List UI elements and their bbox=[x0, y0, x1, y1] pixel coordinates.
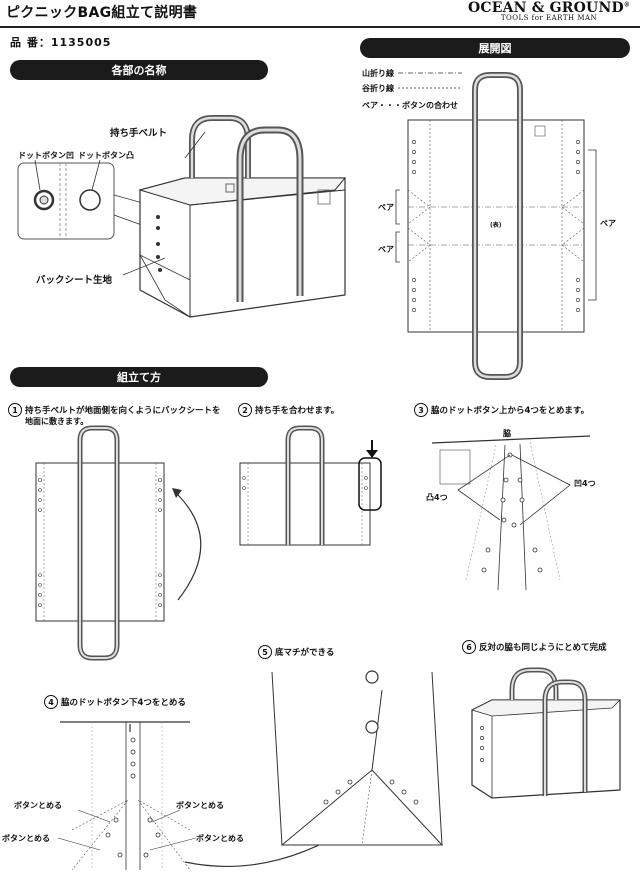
section-unfolded-title: 展開図 bbox=[360, 38, 630, 58]
label-sheet-fabric: バックシート生地 bbox=[36, 275, 113, 286]
step-1-label-line2: 地面に敷きます。 bbox=[25, 417, 89, 426]
brand-tagline: TOOLS for EARTH MAN bbox=[500, 14, 598, 22]
unfolded-pair-right: ペア bbox=[600, 219, 616, 228]
header-rule bbox=[0, 26, 640, 28]
unfolded-center-mark: (表) bbox=[490, 222, 502, 229]
brand-name: OCEAN & GROUND bbox=[468, 0, 624, 16]
legend-mountain-fold: 山折り線 bbox=[362, 69, 394, 78]
step-3-side-label: 脇 bbox=[503, 429, 511, 438]
step-3-convex-label: 凸4つ bbox=[426, 493, 448, 502]
step-4-fasten-3: ボタンとめる bbox=[2, 834, 50, 843]
page-title: ピクニックBAG組立て説明書 bbox=[6, 5, 198, 21]
label-dot-convex: ドットボタン凸 bbox=[78, 151, 134, 160]
product-number: 品 番：1135005 bbox=[10, 36, 112, 49]
brand-mark: ® bbox=[623, 1, 630, 9]
section-assembly-title: 組立て方 bbox=[10, 367, 268, 387]
legend-pair: ペア・・・ボタンの合わせ bbox=[362, 101, 458, 110]
step-4-fasten-2: ボタンとめる bbox=[176, 801, 224, 810]
brand-logo: OCEAN & GROUND® TOOLS for EARTH MAN bbox=[468, 0, 630, 22]
step-4-fasten-4: ボタンとめる bbox=[196, 834, 244, 843]
step-4-fasten-1: ボタンとめる bbox=[14, 801, 62, 810]
legend-valley-fold: 谷折り線 bbox=[362, 84, 394, 93]
section-parts-title: 各部の名称 bbox=[10, 60, 268, 80]
label-dot-concave: ドットボタン凹 bbox=[18, 151, 74, 160]
unfolded-pair-lower: ペア bbox=[378, 245, 394, 254]
step-3-concave-label: 凹4つ bbox=[574, 479, 596, 488]
unfolded-pair-upper: ペア bbox=[378, 203, 394, 212]
label-handle-belt: 持ち手ベルト bbox=[110, 128, 168, 139]
